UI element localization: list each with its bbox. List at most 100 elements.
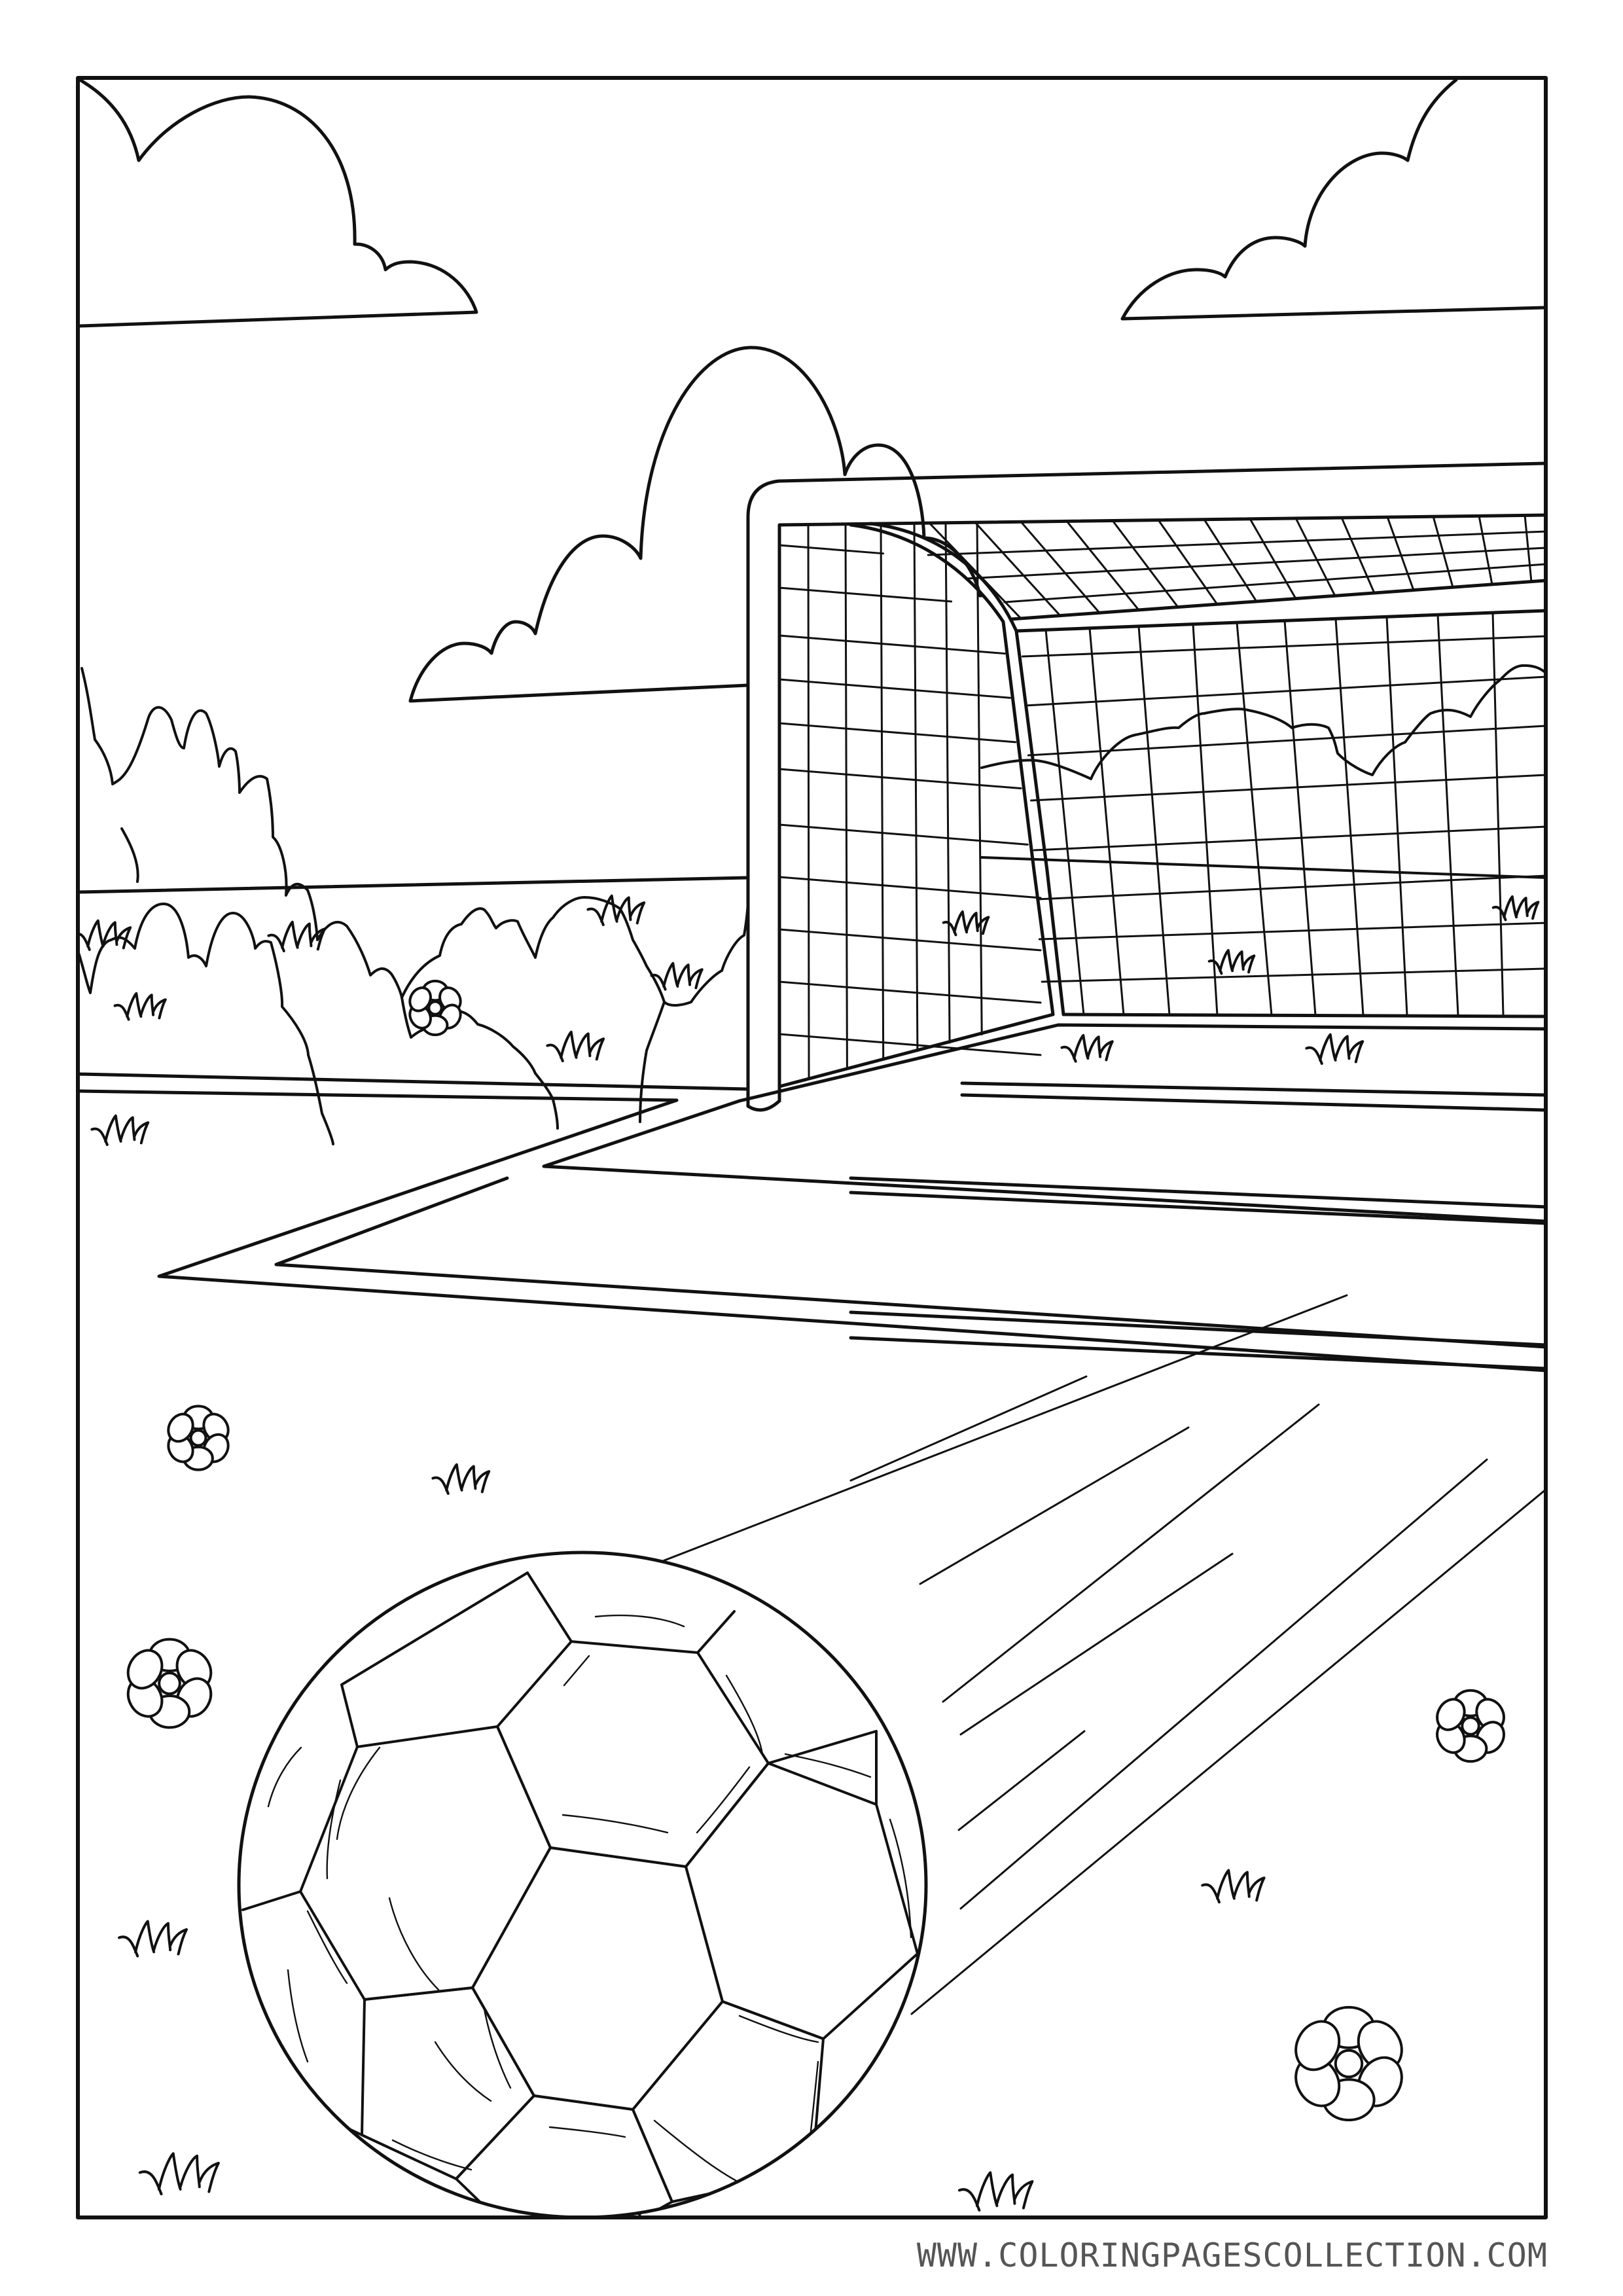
grass-tuft-icon: [942, 910, 990, 937]
roof-net-row: [965, 547, 1544, 580]
roof-net-diagonal: [1478, 514, 1493, 586]
bush-front-left: [79, 903, 334, 1145]
goal-line-low-1: [849, 1310, 1544, 1347]
flower-petal: [1436, 1698, 1466, 1731]
motion-line-3: [919, 1426, 1190, 1585]
clouds: [79, 79, 1544, 703]
six-yard-inner: [274, 1176, 1544, 1349]
roof-net-row: [1003, 563, 1544, 603]
back-net-vertical: [1334, 617, 1364, 1016]
horizon-line-in-net: [980, 856, 1544, 879]
website-watermark: WWW.COLORINGPAGESCOLLECTION.COM: [916, 2236, 1548, 2274]
roof-net-diagonal: [1524, 514, 1533, 583]
grass-tuft-icon: [1060, 1033, 1114, 1063]
flower-center: [158, 1672, 181, 1695]
ball-panel-stitch: [483, 2008, 512, 2089]
back-net-horizontal: [1024, 675, 1544, 707]
goal-line-left-inner: [79, 1089, 1544, 1372]
back-net-vertical: [1491, 611, 1505, 1016]
goal-line-right-2: [960, 1093, 1544, 1112]
bush-back-left-branch: [120, 827, 139, 883]
side-net-horizontal: [778, 678, 1012, 699]
flower-far: [408, 979, 462, 1037]
ball-seam: [241, 1890, 302, 1911]
roof-net-diagonal: [974, 521, 1061, 617]
goal-line-left-outer: [79, 1072, 750, 1091]
bush-lower-inner: [401, 996, 559, 1130]
grass-tuft-icon: [138, 2152, 220, 2196]
side-net-vertical: [807, 524, 810, 1080]
flower-right-2: [1294, 2005, 1403, 2122]
ball-panel-stitch: [267, 1746, 302, 1808]
side-net-horizontal: [778, 980, 1042, 1004]
ball-seam: [767, 1730, 878, 1806]
roof-net-diagonal: [1386, 516, 1415, 592]
horizon-line: [79, 876, 750, 894]
ball-seam: [811, 2170, 859, 2200]
back-net-vertical: [1137, 625, 1171, 1016]
flower-left-2: [126, 1638, 213, 1729]
roof-net-diagonal: [1020, 520, 1101, 614]
motion-line-7: [957, 1730, 1086, 1831]
motion-line-2: [849, 1375, 1088, 1482]
flowers-and-grass: [79, 894, 1540, 2216]
ball-seam: [696, 1610, 736, 1654]
ball-panel-stitch: [326, 1779, 342, 1880]
roof-net-diagonal: [1432, 515, 1454, 588]
motion-line-4: [942, 1403, 1320, 1703]
roof-net-diagonal: [1065, 520, 1140, 611]
roof-net-diagonal: [1340, 516, 1376, 594]
six-yard-outer: [542, 1099, 1544, 1223]
goal-post-bottom: [746, 1099, 781, 1112]
grass-tuft-icon: [1305, 1033, 1364, 1065]
ball-panel-stitch: [563, 1655, 590, 1687]
goal-back-post-outer: [849, 523, 1055, 1016]
goal-net: [778, 514, 1544, 1080]
ball-panel-stitch: [391, 2139, 473, 2171]
side-net-vertical: [844, 523, 848, 1070]
bush-right: [663, 899, 749, 1007]
roof-net-diagonal: [1157, 518, 1219, 605]
page-frame-border: [76, 76, 1548, 2219]
motion-line-top-tangent: [653, 1294, 1348, 1566]
grass-tuft-icon: [1201, 1869, 1266, 1904]
bush-behind-net: [980, 664, 1544, 780]
ball-seam: [340, 1571, 573, 1748]
bushes: [79, 664, 1544, 1145]
ball-panels: [241, 1571, 924, 2216]
roof-net-row: [927, 530, 1544, 556]
flower-left-1: [167, 1405, 230, 1471]
back-net-horizontal: [1030, 774, 1544, 802]
ball-panel-stitch: [562, 1814, 669, 1834]
back-net-vertical: [1436, 614, 1459, 1016]
flower-center: [1334, 2049, 1364, 2079]
ball-outline: [237, 1551, 928, 2216]
side-net-horizontal: [778, 586, 953, 603]
grass-tuft-icon: [546, 1030, 605, 1062]
ball-panel-stitch: [738, 2015, 819, 2043]
ball-panel-stitch: [696, 1766, 751, 1834]
goal-line-mid-1: [849, 1176, 1544, 1209]
goal-line-right-1: [960, 1081, 1544, 1097]
cloud-center: [408, 346, 984, 703]
ball-pattern: [241, 1571, 924, 2216]
back-net-horizontal: [1027, 725, 1544, 757]
flower-center: [1461, 1716, 1480, 1736]
side-net-horizontal: [778, 928, 1042, 952]
goal-back-panel-bottom: [1061, 1013, 1544, 1018]
flower-petal: [126, 1649, 164, 1690]
side-net-horizontal: [778, 823, 1029, 846]
flower-right-1: [1436, 1689, 1505, 1763]
grass-tuft-icon: [431, 1463, 491, 1495]
side-net-horizontal: [778, 722, 1017, 744]
grass-tuft-icon: [586, 894, 646, 926]
grass-tuft-icon: [1491, 895, 1540, 922]
goal-floor-front: [738, 1023, 1544, 1103]
ball-panel-stitch: [388, 1897, 440, 1991]
back-net-vertical: [1283, 619, 1317, 1016]
bush-back-left: [80, 667, 403, 999]
grass-tuft-icon: [267, 920, 327, 952]
grass-tuft-icon: [113, 992, 167, 1021]
back-net-horizontal: [1033, 825, 1544, 852]
